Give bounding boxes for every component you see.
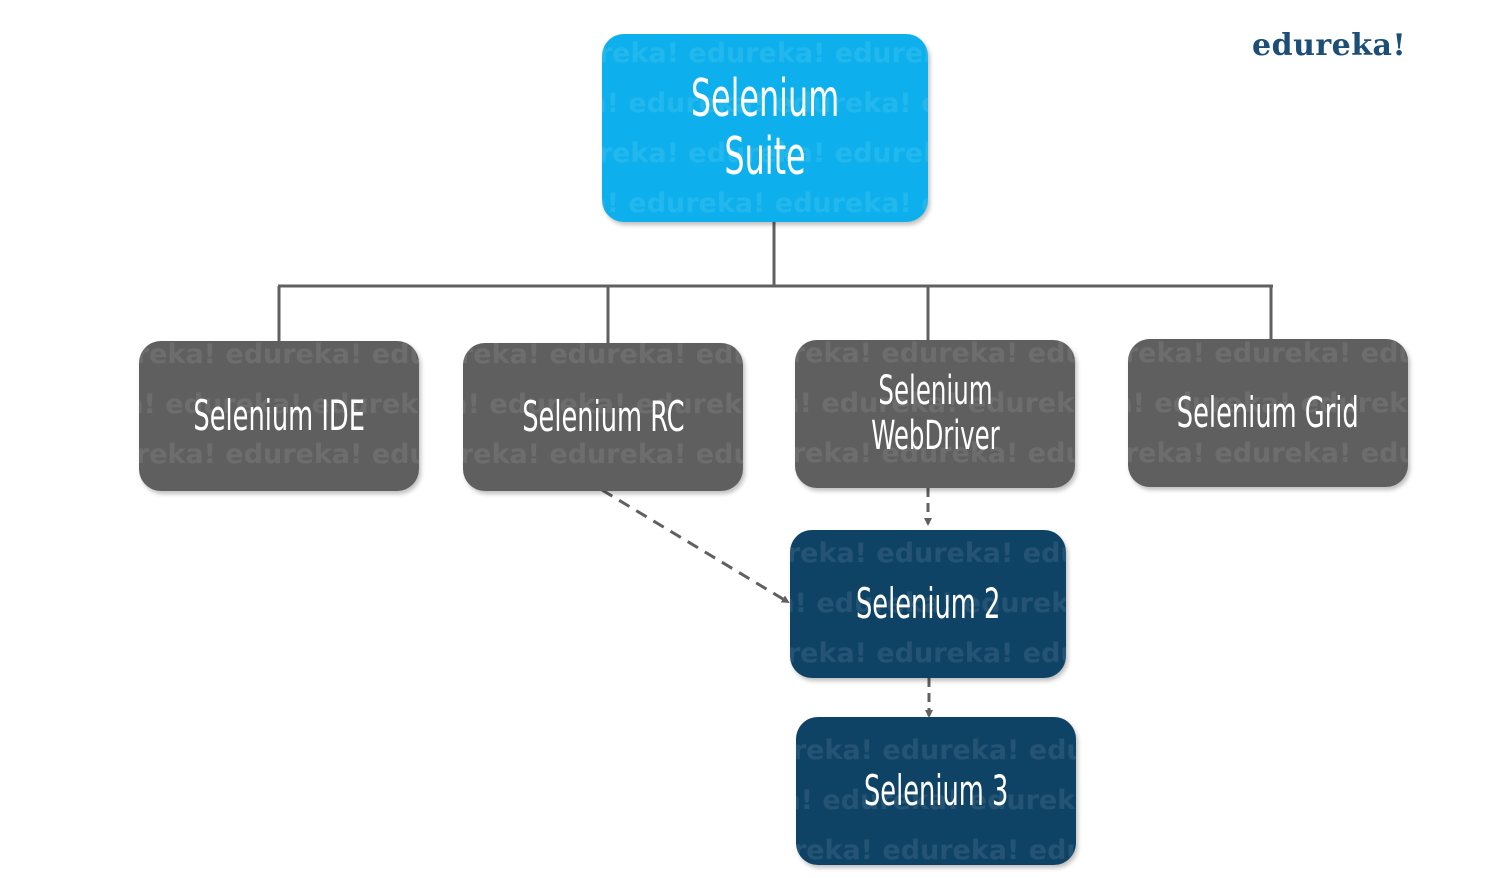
node-label: Selenium WebDriver (870, 368, 1000, 459)
node-selenium-suite: edureka! edureka! edureka! edureka! edur… (602, 34, 928, 222)
node-label: Selenium RC (521, 392, 685, 442)
edureka-logo: edureka! (1252, 28, 1407, 63)
dashed-arrow-rc-to-selenium2 (601, 488, 790, 604)
node-selenium-webdriver: edureka! edureka! edureka! edureka! edur… (795, 340, 1075, 488)
node-label: Selenium IDE (193, 391, 365, 441)
node-label: Selenium Suite (690, 68, 840, 187)
node-selenium-2: edureka! edureka! edureka! edureka! edur… (790, 530, 1066, 678)
node-label: Selenium 2 (855, 579, 1001, 629)
node-selenium-grid: edureka! edureka! edureka! edureka! edur… (1128, 339, 1408, 487)
node-selenium-ide: edureka! edureka! edureka! edureka! edur… (139, 341, 419, 491)
node-selenium-rc: edureka! edureka! edureka! edureka! edur… (463, 343, 743, 491)
node-label: Selenium Grid (1177, 388, 1359, 438)
node-selenium-3: edureka! edureka! edureka! edureka! edur… (796, 717, 1076, 865)
node-label: Selenium 3 (863, 766, 1009, 816)
